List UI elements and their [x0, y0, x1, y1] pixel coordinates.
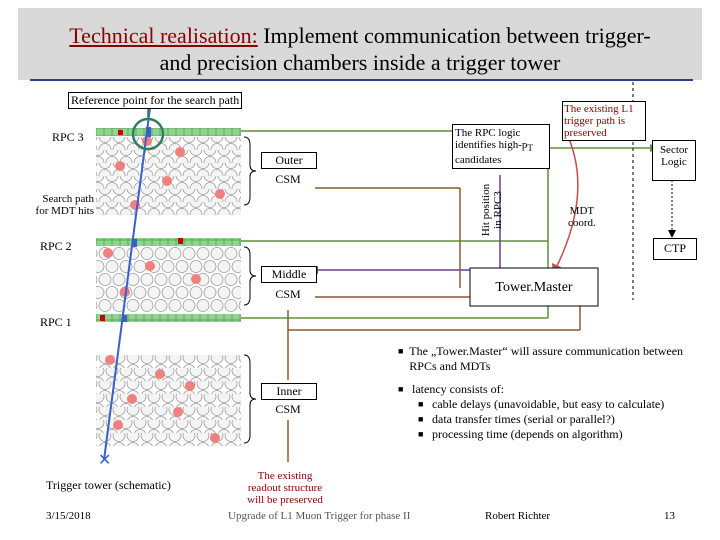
sector-logic-box: Sector Logic — [652, 140, 696, 181]
inner-csm-label: Inner — [261, 383, 317, 400]
sub-bullet-2: ■ data transfer times (serial or paralle… — [418, 412, 698, 427]
sub-bullet-square-icon: ■ — [418, 429, 424, 439]
title-rest-line1: Implement communication between trigger- — [257, 23, 651, 48]
search-path-label: Search path for MDT hits — [35, 193, 94, 217]
middle-brace — [243, 246, 257, 306]
rpc-logic-end: candidates — [455, 154, 502, 167]
trigger-tower-label: Trigger tower (schematic) — [46, 478, 171, 492]
inner-brace — [243, 354, 257, 444]
bullet-square-icon: ■ — [398, 384, 404, 394]
mdt-coord-label: MDT coord. — [568, 205, 596, 229]
reference-point-label: Reference point for the search path — [68, 92, 243, 109]
outer-mdt-chamber — [96, 128, 241, 215]
bullet-2-text: latency consists of: — [412, 382, 504, 396]
inner-mdt-chamber — [96, 355, 241, 446]
middle-csm-text: CSM — [275, 287, 301, 301]
bullet-1-text: The „Tower.Master“ will assure communica… — [409, 344, 684, 373]
sub-bullet-3: ■ processing time (depends on algorithm) — [418, 427, 698, 442]
rpc-logic-text: The RPC logic identifies high-p — [455, 127, 528, 151]
title-line2: and precision chambers inside a trigger … — [159, 50, 561, 75]
sub-bullet-2-text: data transfer times (serial or parallel?… — [432, 412, 615, 426]
rpc3-label: RPC 3 — [52, 130, 84, 144]
footer-center: Upgrade of L1 Muon Trigger for phase II — [228, 510, 411, 522]
title-underline — [30, 79, 693, 81]
title-bar — [18, 8, 702, 80]
inner-csm-text: CSM — [275, 402, 301, 416]
footer-page: 13 — [664, 510, 675, 522]
existing-readout-label: The existing readout structure will be p… — [240, 470, 330, 506]
hit-position-label: Hit position in RPC3 — [480, 183, 504, 237]
tower-master-box — [469, 267, 599, 307]
outer-csm-label: Outer — [261, 152, 317, 169]
rpc-hit-markers — [100, 127, 183, 322]
bullet-2: ■ latency consists of: — [398, 382, 698, 397]
sub-bullet-square-icon: ■ — [418, 414, 424, 424]
bullet-1: ■ The „Tower.Master“ will assure communi… — [398, 344, 698, 374]
rpc-logic-box: The RPC logic identifies high-pT candida… — [452, 124, 550, 170]
outer-csm-text: CSM — [275, 172, 301, 186]
bullet-list: ■ The „Tower.Master“ will assure communi… — [398, 344, 698, 442]
sub-bullet-1: ■ cable delays (unavoidable, but easy to… — [418, 397, 698, 412]
sub-bullet-3-text: processing time (depends on algorithm) — [432, 427, 623, 441]
outer-brace — [243, 136, 257, 206]
sub-bullet-square-icon: ■ — [418, 399, 424, 409]
ctp-box: CTP — [653, 238, 697, 260]
muon-track — [103, 107, 151, 461]
existing-l1-label: The existing L1 trigger path is preserve… — [562, 101, 646, 141]
sub-bullet-1-text: cable delays (unavoidable, but easy to c… — [432, 397, 665, 411]
middle-mdt-chamber — [96, 238, 241, 312]
footer-date: 3/15/2018 — [46, 510, 91, 522]
footer-author: Robert Richter — [485, 510, 551, 522]
middle-csm-label: Middle — [261, 266, 317, 283]
rpc1-label: RPC 1 — [40, 315, 72, 329]
tower-master-label: Tower.Master — [495, 280, 573, 295]
rpc2-label: RPC 2 — [40, 239, 72, 253]
bullet-square-icon: ■ — [398, 346, 404, 356]
slide-title: Technical realisation: Implement communi… — [18, 22, 702, 76]
title-highlight: Technical realisation: — [69, 23, 258, 48]
track-origin-icon: ✕ — [98, 450, 111, 469]
rpc-logic-sub: T — [527, 143, 533, 154]
rpc1-strip — [96, 314, 241, 322]
